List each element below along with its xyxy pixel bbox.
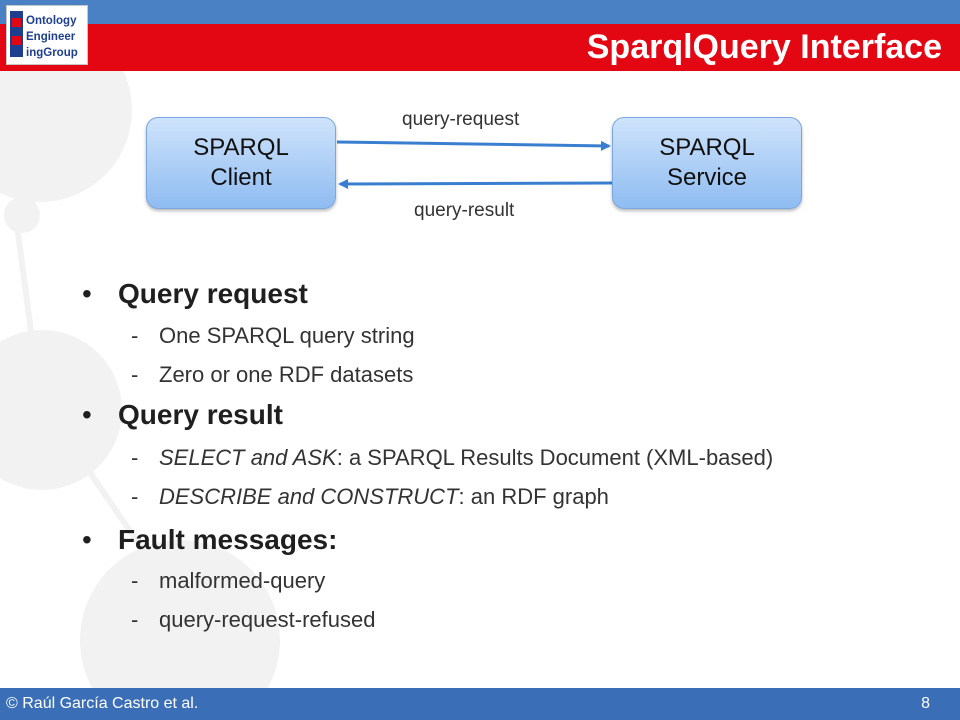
result-arrow bbox=[338, 178, 613, 189]
dash-marker: - bbox=[131, 445, 139, 470]
sub-item-text: : an RDF graph bbox=[458, 484, 609, 509]
bullet-marker: • bbox=[82, 278, 92, 309]
diagram-arrows bbox=[336, 140, 613, 189]
sub-item-italic: DESCRIBE and CONSTRUCT bbox=[159, 484, 459, 509]
sub-item: -DESCRIBE and CONSTRUCT: an RDF graph bbox=[131, 484, 609, 510]
sub-item-text: malformed-query bbox=[159, 568, 326, 593]
sub-item: -malformed-query bbox=[131, 568, 325, 594]
sub-item-text: Zero or one RDF datasets bbox=[159, 362, 414, 387]
logo-line-2: Engineer bbox=[26, 31, 76, 43]
footer-bar: © Raúl García Castro et al. 8 bbox=[0, 688, 960, 720]
sub-item: -SELECT and ASK: a SPARQL Results Docume… bbox=[131, 445, 773, 471]
bullet-fault-messages: • Fault messages: bbox=[82, 524, 337, 556]
dash-marker: - bbox=[131, 362, 139, 387]
dash-marker: - bbox=[131, 484, 139, 509]
logo-graphic: Ontology Engineer ingGroup bbox=[10, 11, 78, 59]
sub-item: -Zero or one RDF datasets bbox=[131, 362, 413, 388]
sparql-service-node: SPARQL Service bbox=[612, 117, 802, 209]
page-number: 8 bbox=[921, 695, 930, 712]
bullet-marker: • bbox=[82, 524, 92, 555]
dash-marker: - bbox=[131, 323, 139, 348]
dash-marker: - bbox=[131, 607, 139, 632]
sub-item: -query-request-refused bbox=[131, 607, 375, 633]
sub-item: -One SPARQL query string bbox=[131, 323, 415, 349]
logo-line-1: Ontology bbox=[26, 15, 77, 27]
query-request-label: query-request bbox=[402, 109, 520, 130]
sparql-client-node: SPARQL Client bbox=[146, 117, 336, 209]
sub-item-text: : a SPARQL Results Document (XML-based) bbox=[336, 445, 774, 470]
request-arrow bbox=[336, 140, 611, 151]
bullet-query-result: • Query result bbox=[82, 399, 283, 431]
oeg-logo: Ontology Engineer ingGroup bbox=[6, 5, 88, 65]
title-bar bbox=[0, 24, 960, 71]
footer-credit: © Raúl García Castro et al. bbox=[6, 695, 199, 712]
sub-item-text: One SPARQL query string bbox=[159, 323, 415, 348]
sub-item-text: query-request-refused bbox=[159, 607, 376, 632]
bullet-text: Query request bbox=[118, 278, 308, 309]
query-result-label: query-result bbox=[414, 200, 515, 221]
bullet-query-request: • Query request bbox=[82, 278, 308, 310]
bullet-marker: • bbox=[82, 399, 92, 430]
bullet-text: Fault messages: bbox=[118, 524, 338, 555]
top-strip bbox=[0, 0, 960, 24]
sub-item-italic: SELECT and ASK bbox=[159, 445, 337, 470]
bullet-text: Query result bbox=[118, 399, 283, 430]
client-service-diagram: SPARQL Client SPARQL Service query-reque… bbox=[0, 0, 960, 240]
slide-title: SparqlQuery Interface bbox=[586, 28, 942, 66]
logo-line-3: ingGroup bbox=[26, 47, 78, 59]
dash-marker: - bbox=[131, 568, 139, 593]
